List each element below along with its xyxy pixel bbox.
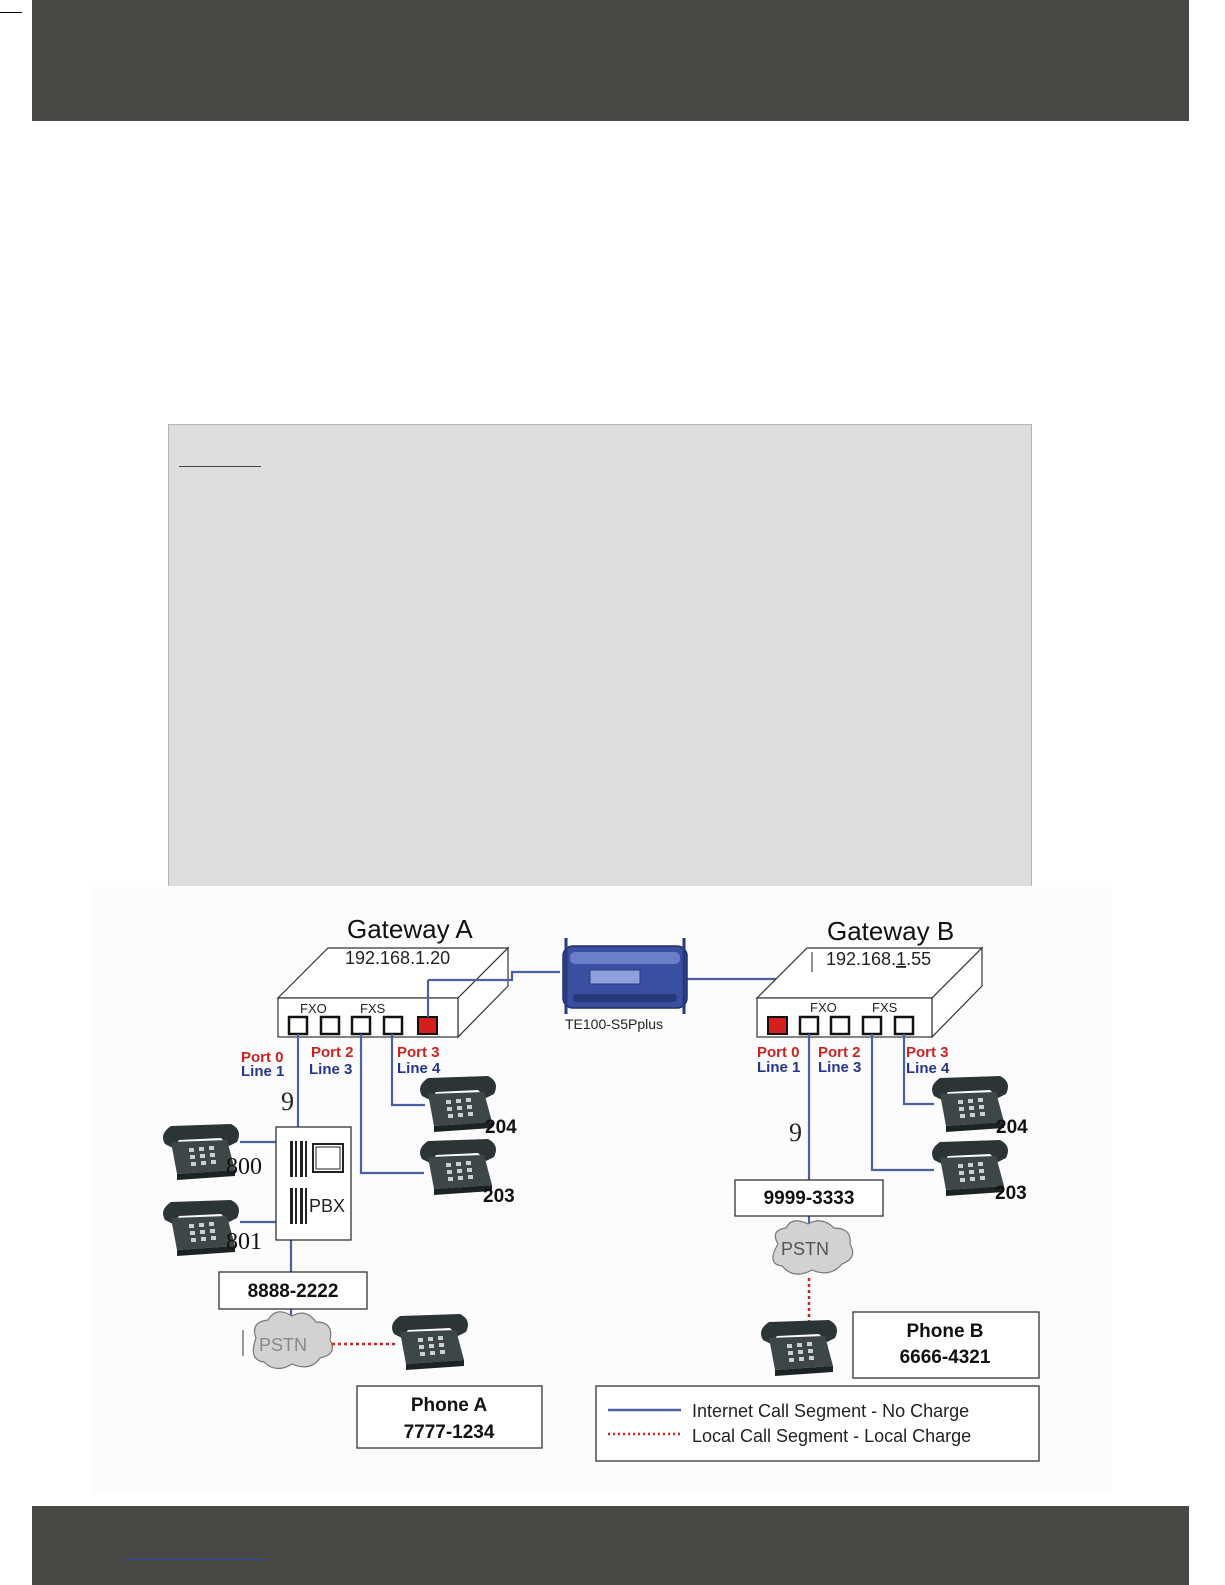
gateway-a-pstn-cloud-icon xyxy=(242,1311,333,1370)
gateway-a-line-3-label: Line 3 xyxy=(309,1061,352,1078)
gateway-b-fxo-label: FXO xyxy=(810,1000,837,1015)
phone-b-icon xyxy=(761,1320,837,1376)
gateway-a-pstn-number-box xyxy=(218,1271,368,1310)
gateway-b-line-4-label: Line 4 xyxy=(906,1060,950,1077)
phone-a-number: 7777-1234 xyxy=(404,1422,495,1443)
gateway-b-dial-prefix: 9 xyxy=(789,1118,802,1147)
phone-b-number: 6666-4321 xyxy=(900,1347,991,1368)
gateway-b-ip-prefix: 192.168. xyxy=(826,949,896,969)
note-box-heading-underline xyxy=(179,466,261,467)
gateway-a-dial-prefix: 9 xyxy=(281,1087,294,1116)
gateway-a-pstn-label: PSTN xyxy=(259,1335,307,1355)
gateway-b-port-3 xyxy=(893,1015,915,1036)
gateway-b-line-1-label: Line 1 xyxy=(757,1059,800,1076)
gateway-b-ext-203-label: 203 xyxy=(995,1183,1027,1204)
gateway-b-fxs-label: FXS xyxy=(872,1000,898,1015)
gateway-b-port-0-label: Port 0 xyxy=(757,1044,800,1061)
note-box xyxy=(168,424,1032,886)
gateway-b-title: Gateway B xyxy=(827,916,954,946)
legend: Internet Call Segment - No Charge Local … xyxy=(595,1385,1040,1462)
gateway-b-port-1 xyxy=(829,1015,851,1036)
gateway-a-port-0-label: Port 0 xyxy=(241,1049,284,1066)
crop-mark xyxy=(0,12,22,13)
header-band xyxy=(32,0,1189,121)
gateway-b-port-3-label: Port 3 xyxy=(906,1044,949,1061)
gateway-a-line-1-label: Line 1 xyxy=(241,1063,284,1080)
gateway-a-line-4-label: Line 4 xyxy=(397,1060,441,1077)
legend-internet-label: Internet Call Segment - No Charge xyxy=(692,1401,969,1421)
gateway-b-pstn-number: 9999-3333 xyxy=(764,1188,855,1209)
gateway-b-pstn-label: PSTN xyxy=(781,1239,829,1259)
gateway-a-ext-204-label: 204 xyxy=(485,1117,517,1138)
gateway-a-ext-203-label: 203 xyxy=(483,1186,515,1207)
legend-local-label: Local Call Segment - Local Charge xyxy=(692,1426,971,1446)
gateway-b-uplink-port xyxy=(767,1016,788,1035)
gateway-a-port-2 xyxy=(350,1015,372,1036)
gateway-a-ip: 192.168.1.20 xyxy=(345,948,450,968)
pbx-label: PBX xyxy=(309,1196,345,1216)
phone-b-title: Phone B xyxy=(906,1321,983,1342)
gateway-b-ip: 192.168.1.55 xyxy=(826,949,931,969)
gateway-b-line-3-label: Line 3 xyxy=(818,1059,861,1076)
gateway-a-fxs-label: FXS xyxy=(360,1001,386,1016)
router xyxy=(562,938,778,1017)
gateway-b-ip-suffix: .55 xyxy=(906,949,931,969)
gateway-a-uplink-port xyxy=(417,1016,438,1035)
gateway-a-wiring xyxy=(240,970,560,1320)
gateway-a-port-0 xyxy=(287,1015,309,1036)
gateway-b-wiring xyxy=(807,1034,934,1226)
gateway-a-port-1 xyxy=(319,1015,341,1036)
router-model-label: TE100-S5Pplus xyxy=(565,1016,663,1032)
gateway-a-title: Gateway A xyxy=(347,914,473,944)
gateway-a-port-3 xyxy=(382,1015,404,1036)
phone-b-box xyxy=(852,1311,1040,1379)
gateway-b-ext-204-label: 204 xyxy=(996,1117,1028,1138)
footer-band xyxy=(32,1506,1189,1585)
gateway-b: Gateway B 192.168.1.55 FXO FXS xyxy=(755,916,984,1039)
gateway-a-port-3-label: Port 3 xyxy=(397,1044,440,1061)
pbx: PBX xyxy=(275,1126,352,1241)
gateway-b-port-0 xyxy=(798,1015,820,1036)
gateway-b-port-2 xyxy=(861,1015,883,1036)
phone-a-box xyxy=(356,1385,543,1449)
gateway-b-ip-middle: 1 xyxy=(896,949,906,969)
gateway-b-pstn-cloud-icon xyxy=(772,1220,854,1275)
gateway-a-port-2-label: Port 2 xyxy=(311,1044,354,1061)
gateway-b-port-2-label: Port 2 xyxy=(818,1044,861,1061)
pbx-ext-800-label: 800 xyxy=(226,1154,262,1180)
pbx-ext-801-label: 801 xyxy=(226,1229,262,1255)
phone-a-icon xyxy=(392,1314,468,1370)
gateway-a-fxo-label: FXO xyxy=(300,1001,327,1016)
gateway-a-pstn-number: 8888-2222 xyxy=(248,1281,339,1302)
gateway-b-pstn-number-box xyxy=(734,1179,884,1217)
phone-a-title: Phone A xyxy=(411,1395,488,1416)
gateway-a: Gateway A 192.168.1.20 FXO FXS xyxy=(276,914,510,1039)
footer-link-underline xyxy=(126,1558,266,1559)
